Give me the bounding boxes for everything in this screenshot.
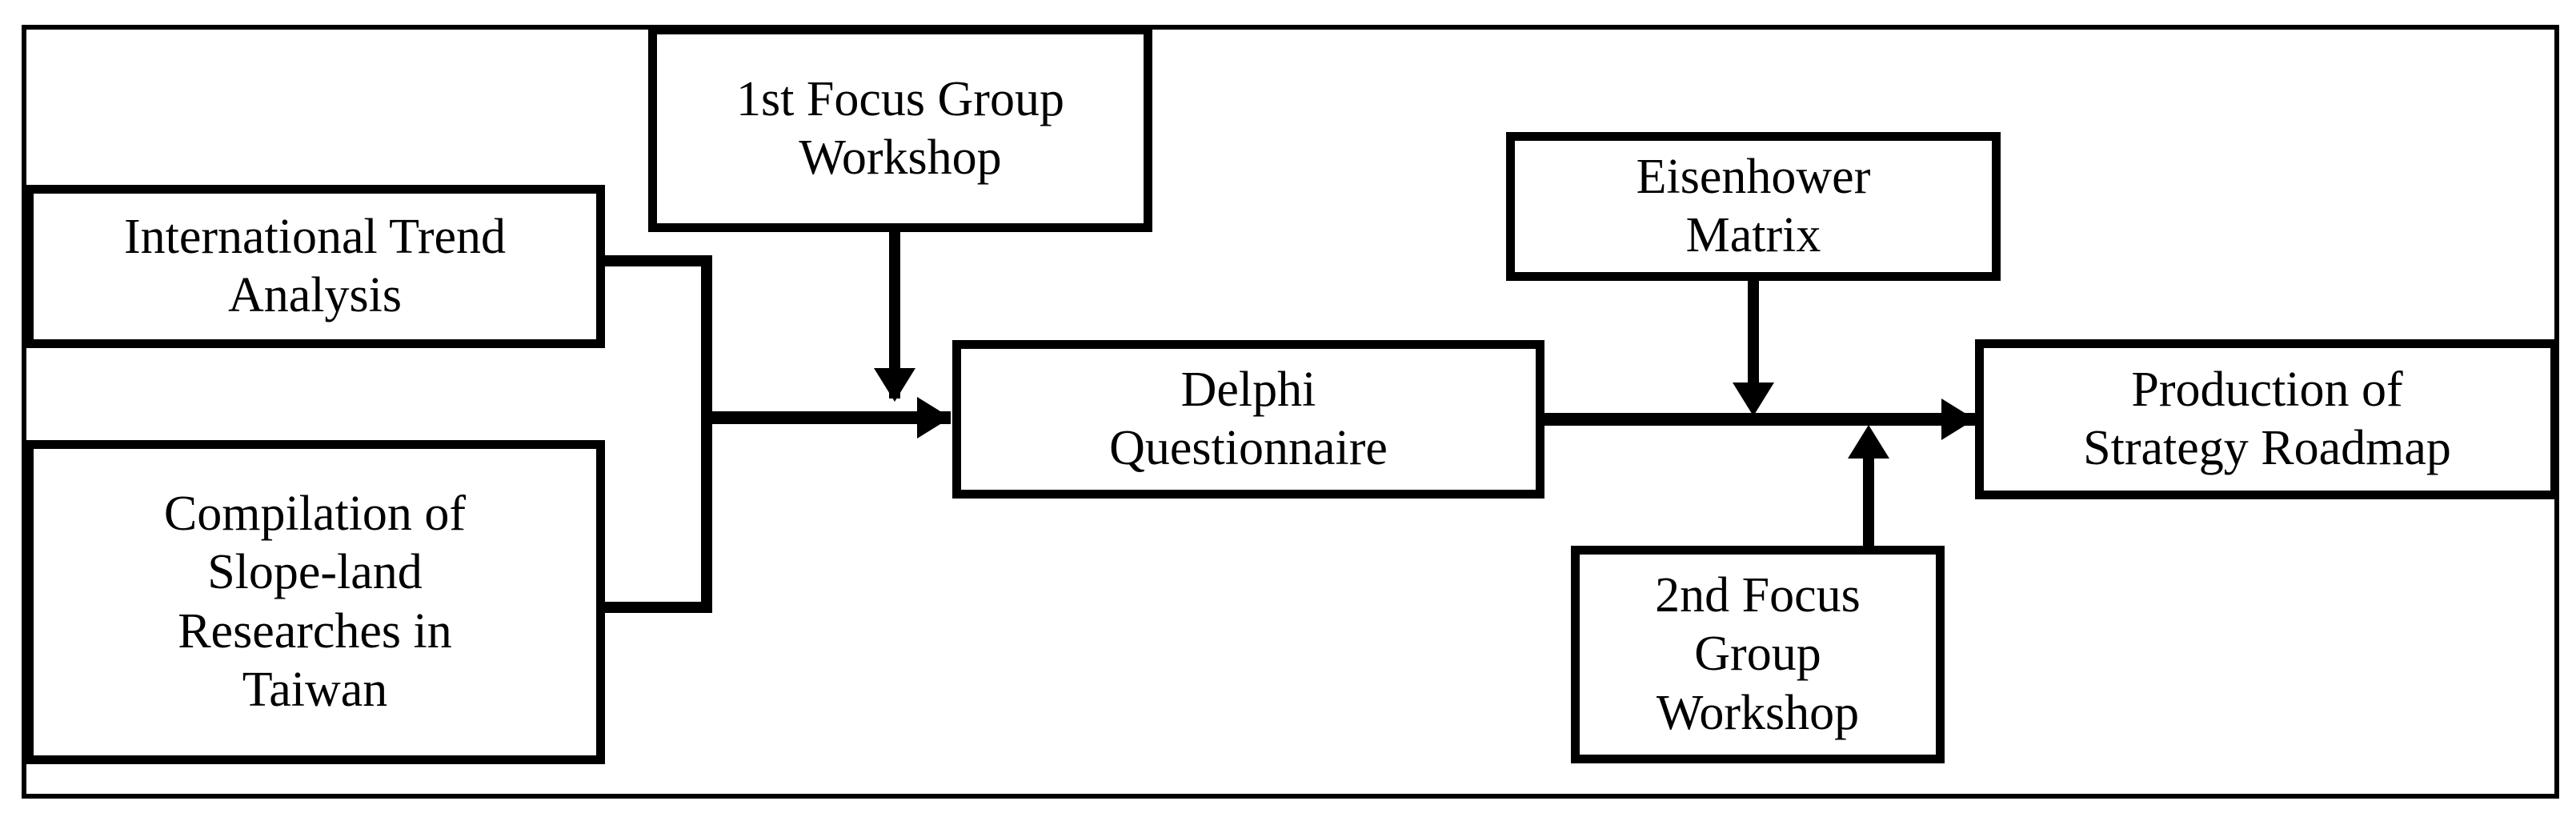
connector-intl-trend-stub [605,255,712,266]
node-delphi-questionnaire[interactable]: Delphi Questionnaire [952,340,1544,499]
node-2nd-focus-group-workshop[interactable]: 2nd Focus Group Workshop [1571,546,1945,763]
node-international-trend-analysis[interactable]: International Trend Analysis [25,185,605,348]
connector-left-merge-riser [701,255,712,613]
arrowhead-into-delphi-left [917,397,951,439]
connector-fg1-to-delphi [889,232,900,398]
arrowhead-fg2-to-roadmap [1848,425,1889,459]
connector-fg2-to-roadmap [1863,456,1874,547]
node-eisenhower-matrix[interactable]: Eisenhower Matrix [1506,132,2001,281]
node-production-of-strategy-roadmap[interactable]: Production of Strategy Roadmap [1975,339,2559,499]
node-label-eisenhower-matrix: Eisenhower Matrix [1636,149,1871,262]
node-label-international-trend-analysis: International Trend Analysis [124,209,506,322]
node-compilation-of-slope-land-researches-in-taiwan[interactable]: Compilation of Slope-land Researches in … [25,440,605,764]
connector-delphi-to-roadmap [1544,413,1977,426]
node-label-compilation-of-slope-land-researches-in-taiwan: Compilation of Slope-land Researches in … [163,487,467,717]
node-label-delphi-questionnaire: Delphi Questionnaire [1109,362,1388,475]
arrowhead-fg1-to-delphi [874,368,915,402]
node-label-1st-focus-group-workshop: 1st Focus Group Workshop [736,71,1064,185]
node-label-production-of-strategy-roadmap: Production of Strategy Roadmap [2083,362,2451,475]
arrowhead-into-roadmap [1941,398,1975,440]
connector-compilation-stub [605,602,712,613]
arrowhead-eisenhower-to-roadmap [1733,382,1774,416]
connector-left-merge-trunk [701,411,951,424]
connector-eisenhower-to-roadmap [1748,281,1759,386]
node-label-2nd-focus-group-workshop: 2nd Focus Group Workshop [1655,568,1861,740]
node-1st-focus-group-workshop[interactable]: 1st Focus Group Workshop [648,26,1152,232]
